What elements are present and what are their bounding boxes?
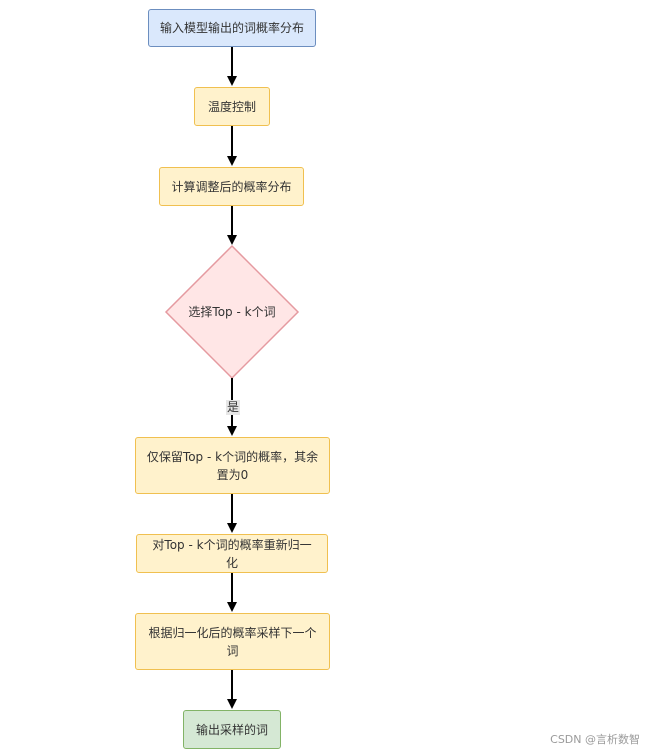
node-renormalize: 对Top - k个词的概率重新归一化 — [136, 534, 328, 573]
watermark: CSDN @言析数智 — [550, 733, 640, 746]
node-compute-adjusted-distribution: 计算调整后的概率分布 — [159, 167, 304, 206]
node-keep-top-k: 仅保留Top - k个词的概率，其余置为0 — [135, 437, 330, 494]
node-temperature-control: 温度控制 — [194, 87, 270, 126]
node-input-distribution: 输入模型输出的词概率分布 — [148, 9, 316, 47]
node-select-top-k: 选择Top - k个词 — [188, 305, 276, 319]
edge-label-yes: 是 — [226, 400, 241, 415]
node-sample-next-word: 根据归一化后的概率采样下一个词 — [135, 613, 330, 670]
node-output-word: 输出采样的词 — [183, 710, 281, 749]
